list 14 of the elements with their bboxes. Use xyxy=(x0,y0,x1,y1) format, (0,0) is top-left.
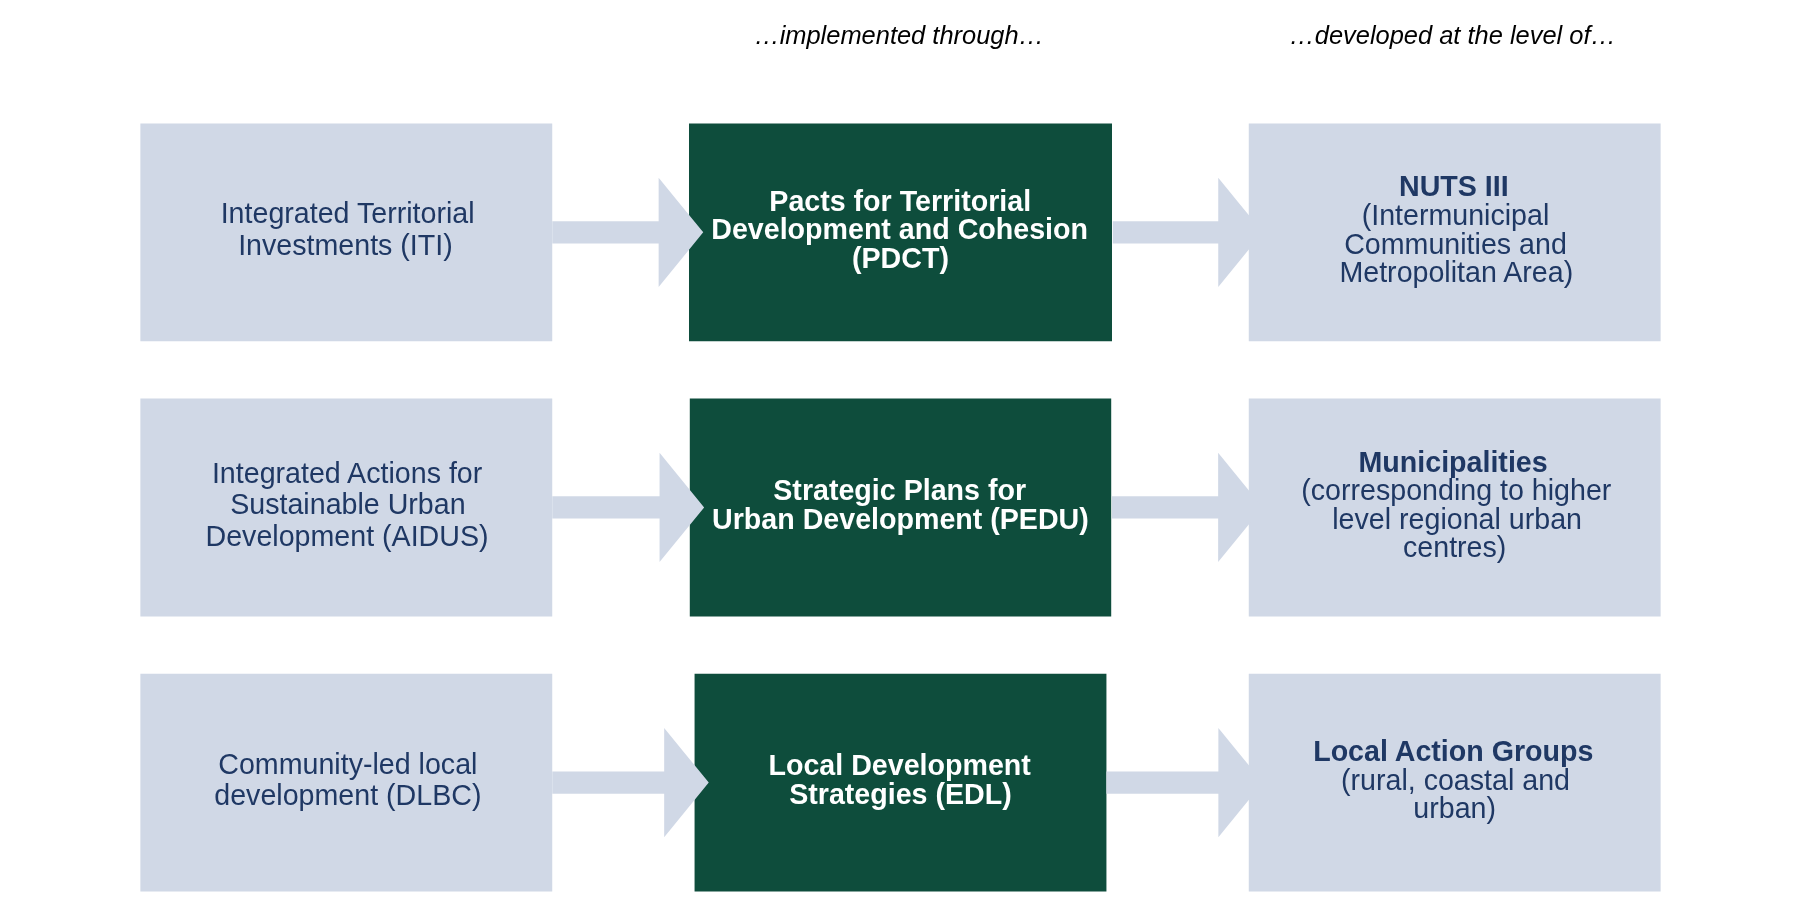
node-box: NUTS III (Intermunicipal Communities and Metropolitan Area) xyxy=(1248,123,1661,342)
node-box: Local Development Strategies (EDL) xyxy=(694,673,1106,892)
arrow xyxy=(551,177,703,287)
node-box: Strategic Plans for Urban Development (PEDU) xyxy=(689,398,1111,617)
node-box: Community-led local development (DLBC) xyxy=(139,673,552,892)
arrow xyxy=(551,727,709,838)
node-box: Local Action Groups (rural, coastal and urban) xyxy=(1248,673,1661,892)
arrow xyxy=(551,452,704,563)
node-box: Municipalities (corresponding to higher level regional urban centres) xyxy=(1248,398,1661,617)
node-box: Pacts for Territorial Development and Cohesion (PDCT) xyxy=(688,123,1112,342)
node-box: Integrated Territorial Investments (ITI) xyxy=(139,123,552,342)
label: …developed at the level of… xyxy=(1288,21,1616,50)
node-box: Integrated Actions for Sustainable Urban Development (AIDUS) xyxy=(139,398,552,617)
label: …implemented through… xyxy=(753,21,1044,50)
